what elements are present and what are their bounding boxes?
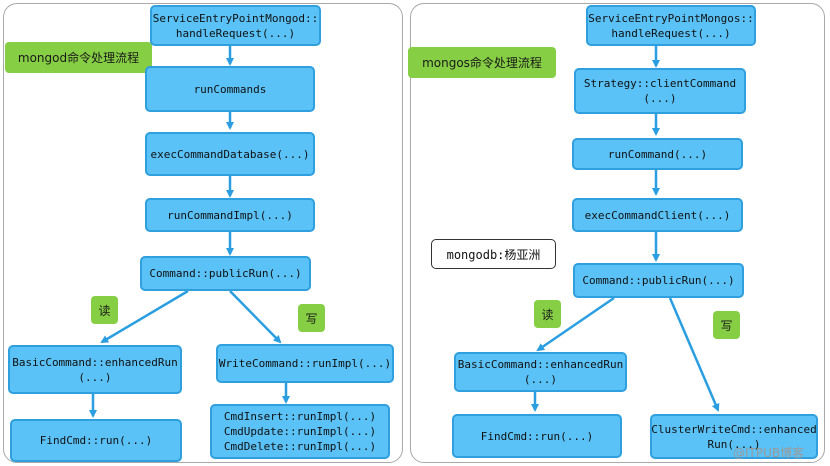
run-commands-node: runCommands — [145, 66, 315, 112]
run-command-impl-node: runCommandImpl(...) — [145, 198, 315, 232]
write-command-node: WriteCommand::runImpl(...) — [216, 344, 394, 383]
mongos-write-label: 写 — [713, 311, 740, 339]
mongod-find-cmd-node: FindCmd::run(...) — [10, 419, 182, 462]
mongos-read-label: 读 — [534, 300, 561, 328]
mongos-flow-title: mongos命令处理流程 — [408, 47, 556, 78]
mongod-handle-request-node: ServiceEntryPointMongod:: handleRequest(… — [150, 5, 321, 46]
mongos-find-cmd-node: FindCmd::run(...) — [452, 414, 622, 458]
mongod-public-run-node: Command::publicRun(...) — [140, 256, 311, 291]
arrow-publicrun-to-write — [229, 290, 282, 344]
mongod-read-label: 读 — [91, 296, 118, 324]
itpub-watermark: @ITPUB博客 — [733, 446, 805, 460]
arrow-publicrun-to-basic — [100, 289, 189, 344]
mongod-basic-command-node: BasicCommand::enhancedRun (...) — [8, 345, 182, 394]
arrow-mongos-publicrun-to-clusterwrite — [668, 297, 720, 412]
author-note: mongodb:杨亚洲 — [431, 239, 556, 269]
strategy-client-command-node: Strategy::clientCommand (...) — [574, 68, 746, 114]
cluster-write-cmd-node: ClusterWriteCmd::enhanced Run(...) — [650, 414, 818, 459]
run-command-node: runCommand(...) — [572, 138, 743, 170]
exec-command-client-node: execCommandClient(...) — [572, 198, 743, 232]
mongos-basic-command-node: BasicCommand::enhancedRun (...) — [454, 352, 627, 392]
cmd-insert-update-delete-node: CmdInsert::runImpl(...) CmdUpdate::runIm… — [210, 404, 390, 459]
mongos-handle-request-node: ServiceEntryPointMongos:: handleRequest(… — [586, 5, 756, 46]
mongod-write-label: 写 — [298, 304, 325, 332]
exec-command-database-node: execCommandDatabase(...) — [145, 132, 315, 176]
mongod-flow-title: mongod命令处理流程 — [5, 42, 152, 73]
arrow-mongos-publicrun-to-basic — [536, 296, 615, 352]
mongos-public-run-node: Command::publicRun(...) — [573, 263, 744, 298]
